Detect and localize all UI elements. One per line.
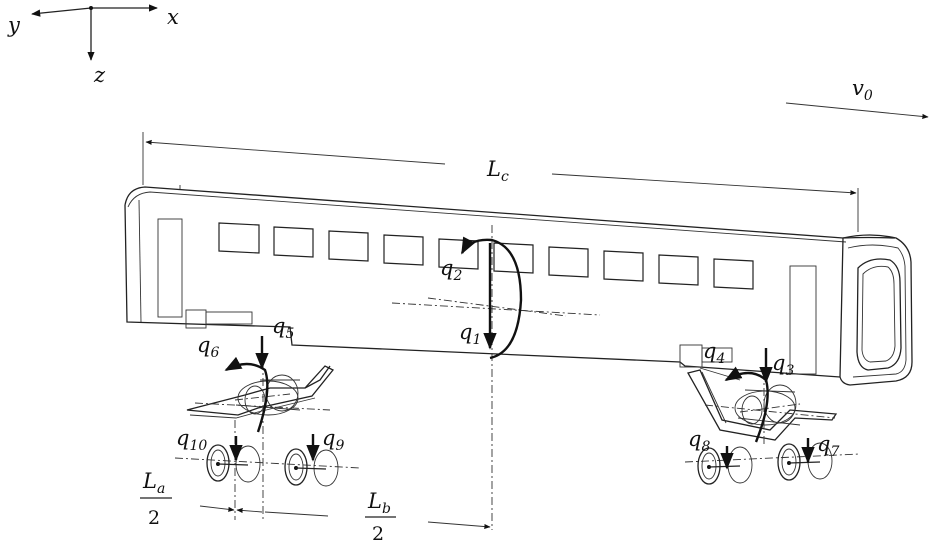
wheel bbox=[313, 449, 339, 487]
wheel bbox=[727, 446, 753, 484]
q6-arrow bbox=[224, 356, 269, 433]
q8-label: q8 bbox=[688, 427, 710, 455]
bogie-dimensions: La 2 Lb 2 bbox=[140, 469, 491, 542]
wheel bbox=[284, 448, 308, 486]
x-axis-label: x bbox=[167, 5, 179, 29]
wheel bbox=[206, 444, 230, 482]
wheel bbox=[235, 445, 261, 483]
window bbox=[273, 226, 314, 258]
window bbox=[328, 230, 369, 262]
window bbox=[548, 246, 589, 278]
la-half-label: La 2 bbox=[140, 469, 172, 529]
z-axis-label: z bbox=[93, 63, 106, 87]
y-axis-label: y bbox=[7, 13, 21, 37]
window bbox=[218, 222, 260, 254]
svg-text:2: 2 bbox=[148, 507, 160, 529]
car-windows bbox=[218, 222, 754, 290]
q10-label: q10 bbox=[176, 426, 207, 454]
q4-label: q4 bbox=[703, 339, 725, 367]
svg-text:La: La bbox=[142, 469, 165, 497]
q3-label: q3 bbox=[772, 351, 794, 379]
q6-label: q6 bbox=[197, 333, 219, 361]
car-body bbox=[124, 185, 913, 386]
right-bogie bbox=[684, 348, 861, 485]
dof-labels: q1 q2 q3 q4 q5 q6 q7 q8 q9 q10 bbox=[176, 256, 839, 460]
velocity-indicator: v0 bbox=[785, 76, 929, 119]
y-axis-arrow bbox=[31, 7, 92, 17]
velocity-label: v0 bbox=[852, 76, 873, 104]
window bbox=[658, 254, 699, 286]
window bbox=[713, 258, 754, 290]
svg-text:2: 2 bbox=[372, 523, 384, 542]
car-body-dofs bbox=[391, 225, 601, 530]
q9-label: q9 bbox=[322, 426, 344, 454]
velocity-arrow bbox=[785, 102, 929, 119]
lb-half-label: Lb 2 bbox=[365, 489, 396, 542]
q2-arrow bbox=[460, 236, 523, 360]
q4-arrow bbox=[724, 366, 769, 443]
window bbox=[603, 250, 644, 282]
left-bogie bbox=[174, 336, 361, 520]
car-length-dimension: Lc bbox=[142, 132, 859, 232]
q2-label: q2 bbox=[440, 256, 462, 284]
q7-label: q7 bbox=[817, 432, 839, 460]
coordinate-axes: x y z bbox=[7, 4, 179, 87]
q1-label: q1 bbox=[459, 320, 481, 348]
q5-label: q5 bbox=[272, 314, 294, 342]
car-length-label: Lc bbox=[486, 157, 509, 185]
car-front-end bbox=[839, 234, 913, 386]
svg-text:Lb: Lb bbox=[367, 489, 391, 517]
window bbox=[383, 234, 424, 266]
